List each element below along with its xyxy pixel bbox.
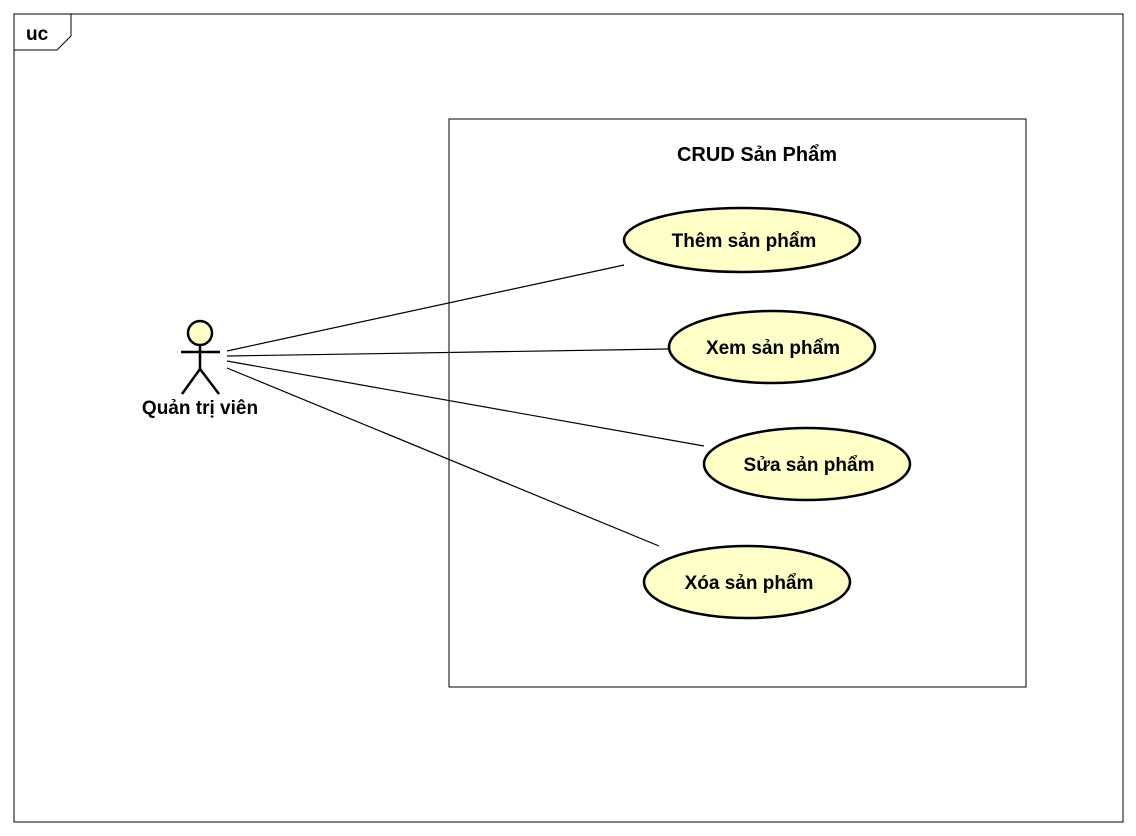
frame-label: uc <box>26 24 49 45</box>
actor-left-leg <box>180 368 202 395</box>
frame-tab <box>13 13 72 51</box>
association-line-xoa <box>226 367 660 547</box>
use-case-label: Thêm sản phẩm <box>672 231 817 252</box>
use-case-ellipse <box>622 206 862 274</box>
use-case-them-san-pham[interactable]: Thêm sản phẩm <box>622 206 862 274</box>
associations <box>226 264 705 547</box>
use-case-xoa-san-pham[interactable]: Xóa sản phẩm <box>642 544 852 620</box>
association-line-xem <box>226 348 669 357</box>
use-case-ellipse <box>702 426 912 502</box>
actor-name: Quản trị viên <box>142 398 258 419</box>
actor-head <box>186 319 214 347</box>
system-title: CRUD Sản Phẩm <box>677 144 837 166</box>
use-case-ellipse <box>667 309 877 385</box>
use-case-label: Xóa sản phẩm <box>685 573 814 594</box>
use-case-label: Xem sản phẩm <box>706 338 840 359</box>
use-case-sua-san-pham[interactable]: Sửa sản phẩm <box>702 426 912 502</box>
actor-right-leg <box>199 368 220 395</box>
use-case-ellipse <box>642 544 852 620</box>
association-line-them <box>226 264 625 352</box>
association-line-sua <box>226 360 705 447</box>
use-case-label: Sửa sản phẩm <box>744 455 875 476</box>
actor[interactable]: Quản trị viên <box>142 319 258 419</box>
use-case-xem-san-pham[interactable]: Xem sản phẩm <box>667 309 877 385</box>
